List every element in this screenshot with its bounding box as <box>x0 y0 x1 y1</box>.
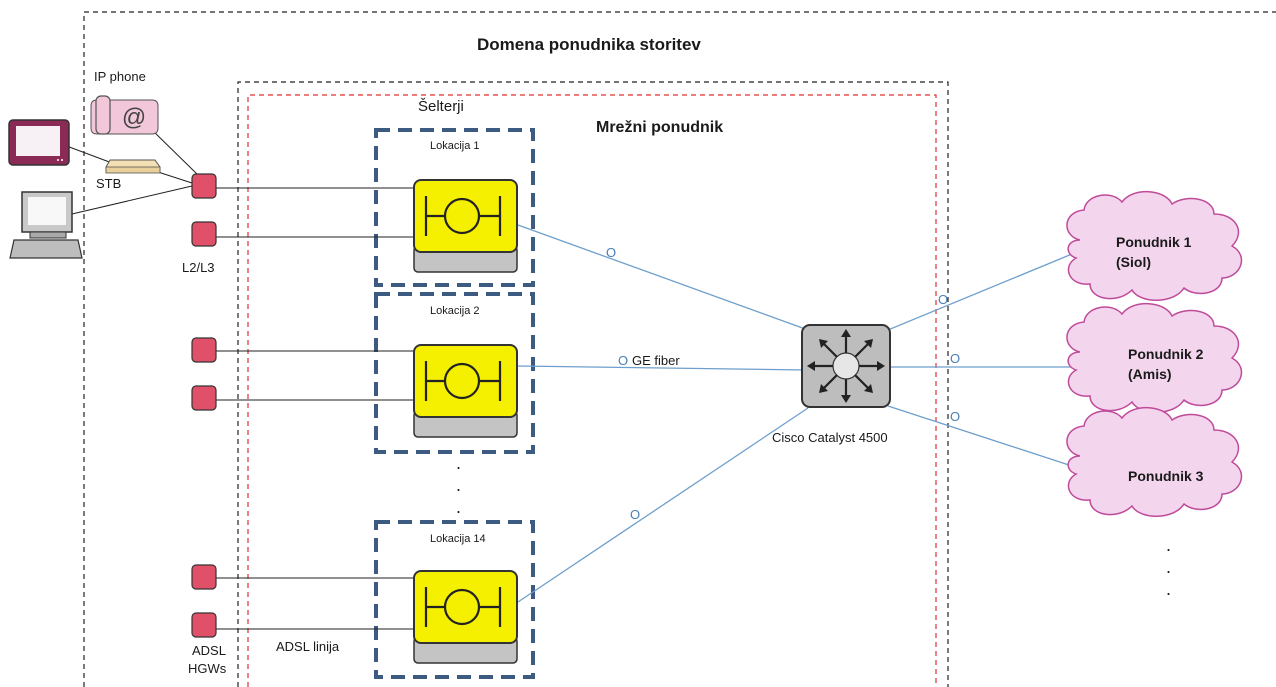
hgw-1 <box>191 173 217 199</box>
adsl-hgws <box>191 173 217 638</box>
shelter-box-2 <box>374 292 535 454</box>
provider-3-label: Ponudnik 3 <box>1128 466 1203 486</box>
link-marker: O <box>950 351 961 366</box>
provider-inner-boundary <box>247 94 937 687</box>
cloud-ponudnik-2 <box>1066 302 1243 413</box>
fiber-links <box>517 224 1073 603</box>
domain-boundary <box>83 11 1276 687</box>
provider-3-name: Ponudnik 3 <box>1128 468 1204 484</box>
domain-title: Domena ponudnika storitev <box>477 35 701 54</box>
hgw-2 <box>191 221 217 247</box>
cisco-switch-icon <box>801 324 891 408</box>
location-14-label: Lokacija 14 <box>430 533 486 545</box>
ge-fiber-label: GE fiber <box>632 353 680 368</box>
provider-2-name: Ponudnik 2 <box>1128 346 1204 362</box>
ellipsis-dot: . <box>456 475 462 495</box>
switch-label: Cisco Catalyst 4500 <box>772 430 888 445</box>
network-provider-title: Mrežni ponudnik <box>596 119 724 136</box>
client-links <box>63 127 199 215</box>
stb-icon <box>105 159 161 174</box>
link-marker: O <box>618 353 629 368</box>
ellipsis-dot: . <box>1166 557 1172 577</box>
hgw-6 <box>191 612 217 638</box>
shelter-box-14 <box>374 520 535 679</box>
shelters-label: Šelterji <box>418 98 464 115</box>
stb-label: STB <box>96 176 122 191</box>
pc-icon <box>9 191 83 259</box>
ellipsis-dot: . <box>456 453 462 473</box>
ellipsis-dot: . <box>1166 579 1172 599</box>
provider-2-sub: (Amis) <box>1128 366 1172 382</box>
location-1-label: Lokacija 1 <box>430 140 480 152</box>
adsl-links <box>216 187 414 630</box>
location-2-label: Lokacija 2 <box>430 305 480 317</box>
dslam-14 <box>413 570 518 664</box>
shelter-box-1 <box>374 128 535 287</box>
provider-1-name: Ponudnik 1 <box>1116 234 1192 250</box>
ip-phone-label: IP phone <box>94 69 146 84</box>
dslam-2 <box>413 344 518 438</box>
l2l3-label: L2/L3 <box>182 260 215 275</box>
hgw-4 <box>191 385 217 411</box>
ellipsis-dot: . <box>1166 535 1172 555</box>
provider-1-sub: (Siol) <box>1116 254 1151 270</box>
svg-text:@: @ <box>122 104 146 131</box>
link-marker: O <box>630 507 641 522</box>
adsl-hgw-label-1: ADSL <box>192 643 226 658</box>
cloud-ponudnik-3 <box>1066 406 1243 517</box>
link-marker: O <box>606 245 617 260</box>
provider-1-label: Ponudnik 1 (Siol) <box>1116 232 1191 272</box>
dslam-1 <box>413 179 518 273</box>
hgw-3 <box>191 337 217 363</box>
adsl-hgw-label-2: HGWs <box>188 661 227 676</box>
adsl-line-label: ADSL linija <box>276 639 340 654</box>
hgw-5 <box>191 564 217 590</box>
link-marker: O <box>938 292 949 307</box>
ellipsis-dot: . <box>456 497 462 517</box>
ip-phone-icon: @ <box>90 95 159 135</box>
provider-2-label: Ponudnik 2 (Amis) <box>1128 344 1203 384</box>
cloud-ponudnik-1 <box>1066 190 1243 301</box>
tv-icon <box>8 119 70 166</box>
link-marker: O <box>950 409 961 424</box>
providers-clouds <box>1066 190 1243 517</box>
